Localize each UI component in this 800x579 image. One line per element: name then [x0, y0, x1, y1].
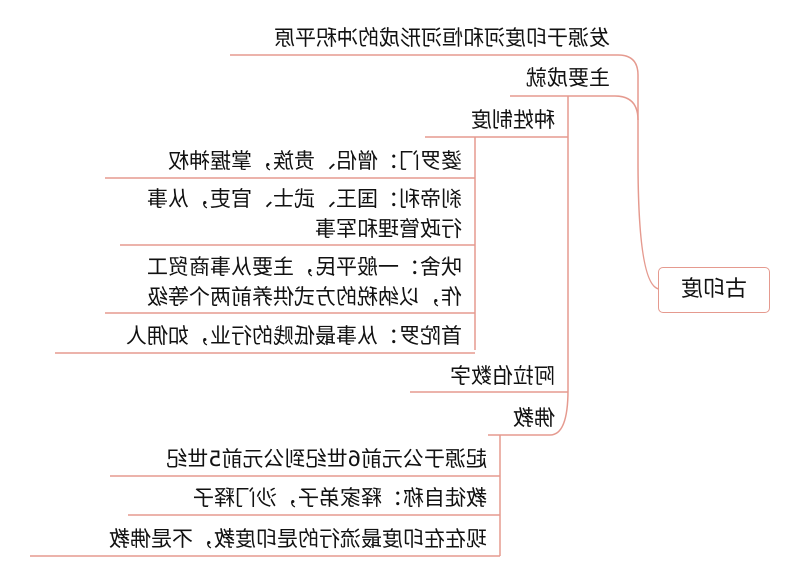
caste-shudra: 首陀罗：从事最低贱的行业，如佣人: [126, 324, 462, 348]
main-achievements-node: 主要成就: [526, 66, 610, 90]
caste-vaishya: 吠舍：一般平民，主要从事商贸工作，以纳税的方式供养前两个等级: [147, 255, 462, 309]
root-label: 古印度: [681, 277, 748, 302]
buddhism-current: 现在在印度最流行的是印度教，不是佛教: [109, 527, 487, 551]
arabic-numerals-node: 阿拉伯数字: [450, 364, 555, 388]
buddhism-node: 佛教: [513, 406, 555, 430]
caste-brahmin: 婆罗门：僧侣、贵族，掌握神权: [168, 149, 462, 173]
buddhism-origin: 起源于公元前6世纪到公元前5世纪: [166, 447, 487, 471]
caste-kshatriya: 刹帝利：国王、武士、官吏，从事行政管理和军事: [147, 187, 462, 241]
origin-node: 发源于印度河和恒河形成的冲积平原: [274, 26, 610, 50]
root-node: 古印度: [658, 267, 770, 313]
caste-system-node: 种姓制度: [471, 108, 555, 132]
buddhism-followers: 教徒自称：释家弟子，沙门释子: [193, 486, 487, 510]
